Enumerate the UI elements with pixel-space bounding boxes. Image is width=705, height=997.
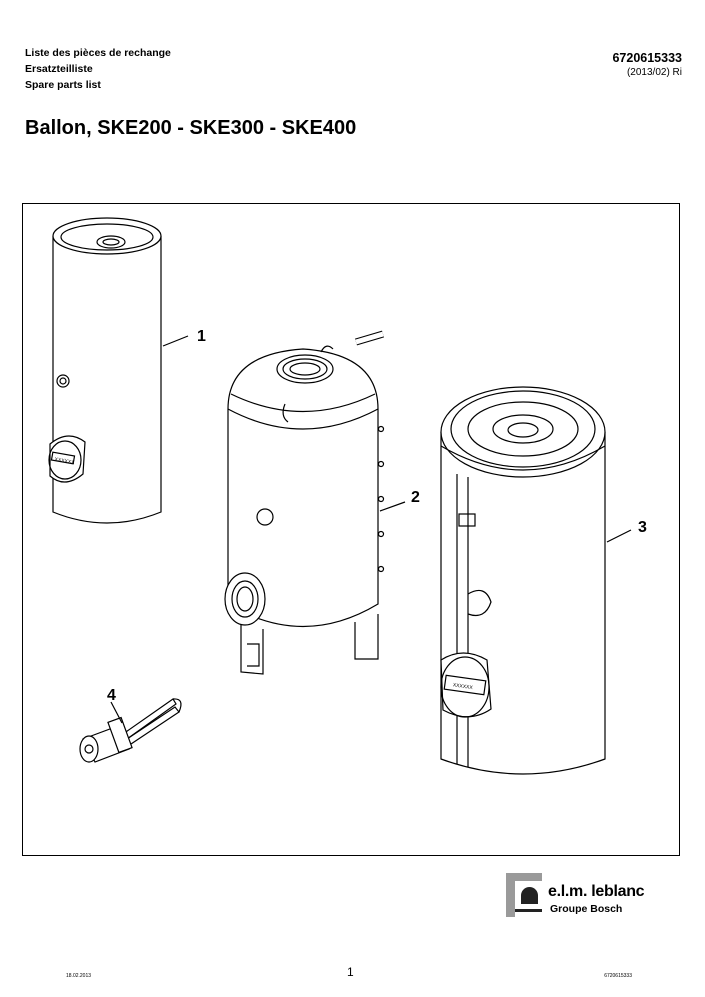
header-titles: Liste des pièces de rechange Ersatzteill…: [25, 45, 171, 93]
callout-4: 4: [107, 687, 116, 704]
elm-leblanc-logo-icon: [506, 873, 542, 917]
header-title-en: Spare parts list: [25, 79, 101, 91]
header-title-fr: Liste des pièces de rechange: [25, 47, 171, 59]
label-plate-text-1: XXXXXX: [54, 457, 75, 466]
company-logo: e.l.m. leblanc Groupe Bosch: [506, 873, 666, 919]
logo-brand: e.l.m. leblanc: [548, 883, 645, 900]
doc-date: (2013/02) Ri: [626, 67, 682, 78]
callout-1: 1: [197, 328, 206, 345]
part-1-cased-tank: [48, 217, 189, 524]
exploded-drawing: 1 2 3 4 XXXXXX XXXXXX: [48, 217, 647, 775]
label-plate-text-3: XXXXXX: [452, 682, 473, 691]
logo-group: Groupe Bosch: [550, 903, 623, 915]
footer-doc-number: 6720615333: [604, 973, 632, 979]
callout-3: 3: [638, 519, 647, 536]
header-doc-info: 6720615333 (2013/02) Ri: [612, 51, 682, 78]
footer-page-number: 1: [347, 965, 354, 979]
part-3-insulated-tank: [440, 386, 632, 775]
part-4-heating-element: [79, 698, 182, 763]
header-title-de: Ersatzteilliste: [25, 63, 93, 75]
doc-number: 6720615333: [612, 51, 682, 65]
exploded-drawing-frame: 1 2 3 4 XXXXXX XXXXXX: [22, 203, 680, 856]
callout-2: 2: [411, 489, 420, 506]
part-2-steel-tank: [224, 330, 406, 675]
page-title: Ballon, SKE200 - SKE300 - SKE400: [25, 117, 357, 139]
footer-date: 18.02.2013: [66, 973, 92, 979]
